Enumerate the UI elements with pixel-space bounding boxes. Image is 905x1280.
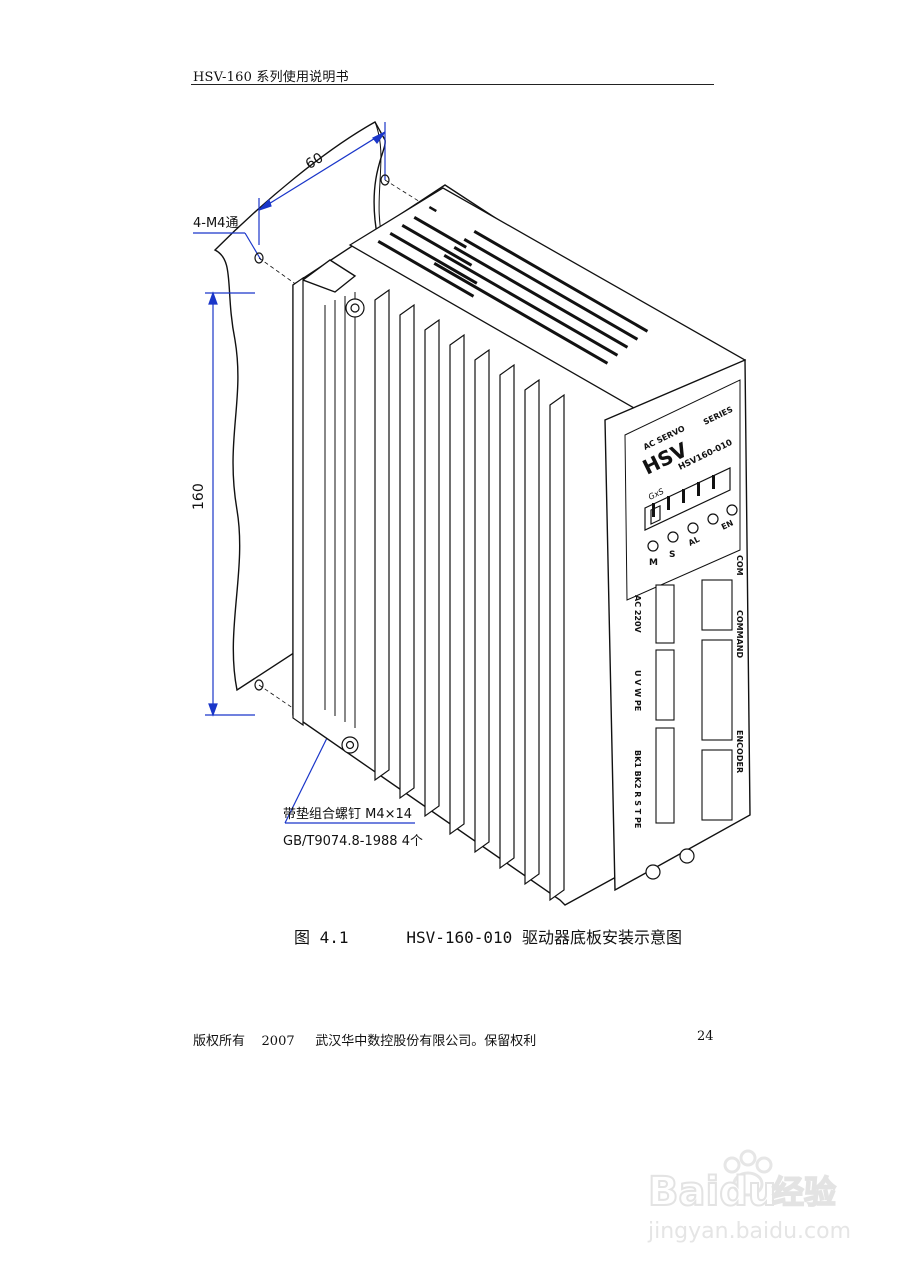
mounting-holes <box>254 174 390 691</box>
display-digits <box>652 475 715 517</box>
watermark-url: jingyan.baidu.com <box>647 1219 851 1244</box>
page-number: 24 <box>697 1029 714 1044</box>
hole-label: 4-M4通 <box>193 216 238 231</box>
panel-buttons <box>647 504 738 552</box>
page-header-title: HSV-160 系列使用说明书 <box>193 70 349 85</box>
dimension-lines <box>193 122 415 824</box>
term-uvw-label: U V W PE <box>633 670 642 711</box>
dim-height-label: 160 <box>191 483 207 510</box>
header-rule <box>191 84 714 85</box>
watermark-brand: Baidu <box>648 1169 776 1215</box>
screw-label-line1: 带垫组合螺钉 M4×14 <box>283 806 412 822</box>
connectors <box>655 579 733 824</box>
caption-label: 图 4.1 <box>294 928 349 947</box>
mounting-screws <box>341 298 695 880</box>
led-al-label: AL <box>687 535 701 548</box>
port-com-label: COM <box>735 555 744 576</box>
watermark-service: 经验 <box>772 1173 836 1211</box>
term-ac-label: AC 220V <box>633 595 642 634</box>
port-encoder-label: ENCODER <box>735 730 744 773</box>
screw-label-line2: GB/T9074.8-1988 4个 <box>283 834 423 849</box>
term-bk-label: BK1 BK2 R S T PE <box>633 750 642 828</box>
caption-text: HSV-160-010 驱动器底板安装示意图 <box>406 928 682 947</box>
port-command-label: COMMAND <box>735 610 744 658</box>
baidu-watermark: Baidu 经验 jingyan.baidu.com <box>647 1149 851 1244</box>
btn-s-label: S <box>669 550 675 560</box>
btn-m-label: M <box>649 558 658 568</box>
footer-copyright: 版权所有 2007 武汉华中数控股份有限公司。保留权利 <box>193 1034 537 1049</box>
installation-figure: 60 160 4-M4通 带垫组合螺钉 M4×14 GB/T9074.8-198… <box>191 121 751 906</box>
vent-slots <box>377 205 649 365</box>
figure-caption: 图 4.1 HSV-160-010 驱动器底板安装示意图 <box>294 924 682 948</box>
seven-seg-display <box>644 467 731 531</box>
heatsink-fins <box>374 288 565 902</box>
